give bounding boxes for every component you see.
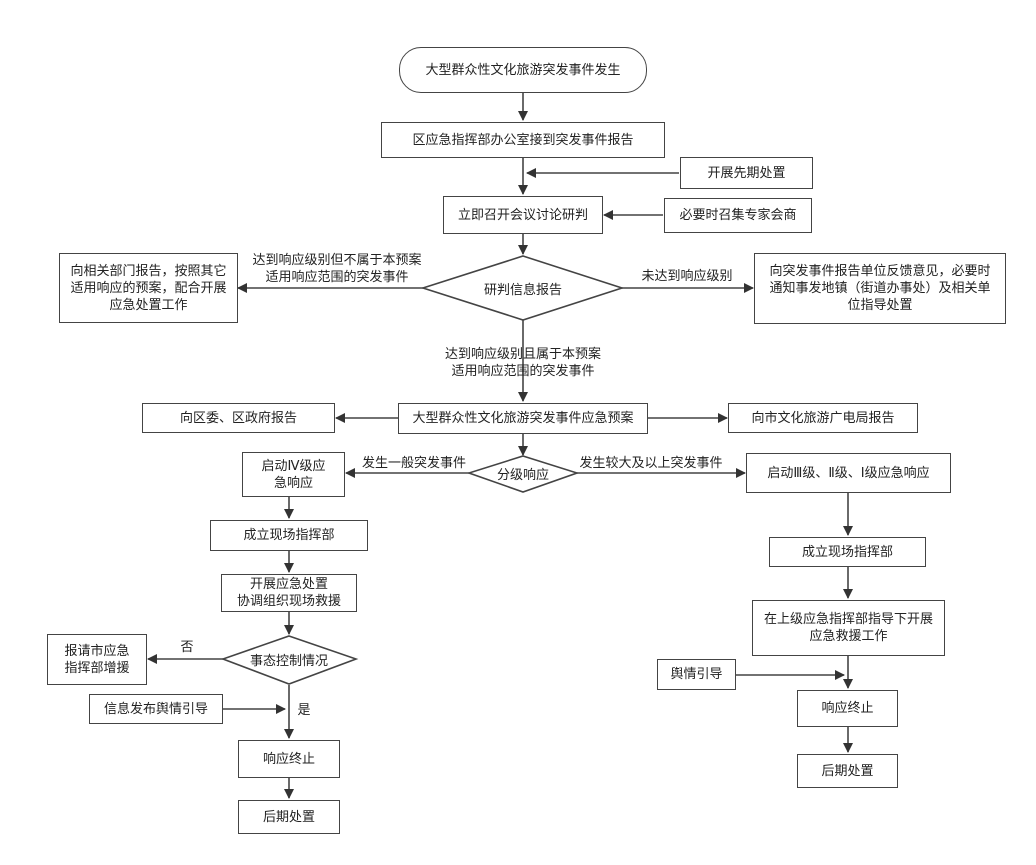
plan-node: 大型群众性文化旅游突发事件应急预案 bbox=[398, 403, 648, 434]
major-label: 发生较大及以上突发事件 bbox=[579, 456, 723, 471]
after-left-node: 后期处置 bbox=[238, 800, 340, 834]
rescue-left-node: 开展应急处置 协调组织现场救援 bbox=[221, 574, 357, 612]
request-city-node: 报请市应急 指挥部增援 bbox=[47, 634, 147, 685]
level4-node: 启动Ⅳ级应 急响应 bbox=[242, 452, 345, 497]
general-label: 发生一般突发事件 bbox=[361, 456, 466, 471]
down-branch-label: 达到响应级别且属于本预案 适用响应范围的突发事件 bbox=[444, 347, 601, 379]
end-right-node: 响应终止 bbox=[797, 690, 898, 727]
office-node: 区应急指挥部办公室接到突发事件报告 bbox=[381, 122, 665, 158]
left-report-node: 向相关部门报告，按照其它 适用响应的预案，配合开展 应急处置工作 bbox=[59, 253, 238, 323]
info-release-node: 信息发布舆情引导 bbox=[89, 694, 223, 724]
assess-decision: 研判信息报告 bbox=[483, 282, 562, 298]
grading-decision: 分级响应 bbox=[496, 467, 549, 483]
assess-decision-shape bbox=[420, 255, 625, 321]
hq-left-node: 成立现场指挥部 bbox=[210, 520, 368, 551]
no-label: 否 bbox=[180, 640, 194, 655]
control-decision-shape bbox=[220, 635, 359, 685]
right-feedback-node: 向突发事件报告单位反馈意见，必要时 通知事发地镇（街道办事处）及相关单 位指导处… bbox=[754, 253, 1006, 324]
opinion-node: 舆情引导 bbox=[657, 659, 736, 690]
report-bureau-node: 向市文化旅游广电局报告 bbox=[728, 403, 918, 433]
yes-label: 是 bbox=[297, 703, 311, 718]
hq-right-node: 成立现场指挥部 bbox=[769, 537, 926, 567]
grading-decision-shape bbox=[466, 455, 580, 493]
control-decision: 事态控制情况 bbox=[249, 653, 328, 669]
right-branch-label: 未达到响应级别 bbox=[641, 269, 733, 284]
rescue-right-node: 在上级应急指挥部指导下开展 应急救援工作 bbox=[752, 600, 945, 656]
after-right-node: 后期处置 bbox=[797, 754, 898, 788]
level123-node: 启动Ⅲ级、Ⅱ级、Ⅰ级应急响应 bbox=[746, 453, 951, 493]
report-gov-node: 向区委、区政府报告 bbox=[142, 403, 335, 433]
prelim-node: 开展先期处置 bbox=[680, 157, 813, 189]
start-node: 大型群众性文化旅游突发事件发生 bbox=[399, 47, 647, 93]
left-branch-label: 达到响应级别但不属于本预案 适用响应范围的突发事件 bbox=[252, 253, 422, 285]
experts-node: 必要时召集专家会商 bbox=[664, 198, 812, 233]
end-left-node: 响应终止 bbox=[238, 740, 340, 778]
meeting-node: 立即召开会议讨论研判 bbox=[443, 196, 603, 234]
